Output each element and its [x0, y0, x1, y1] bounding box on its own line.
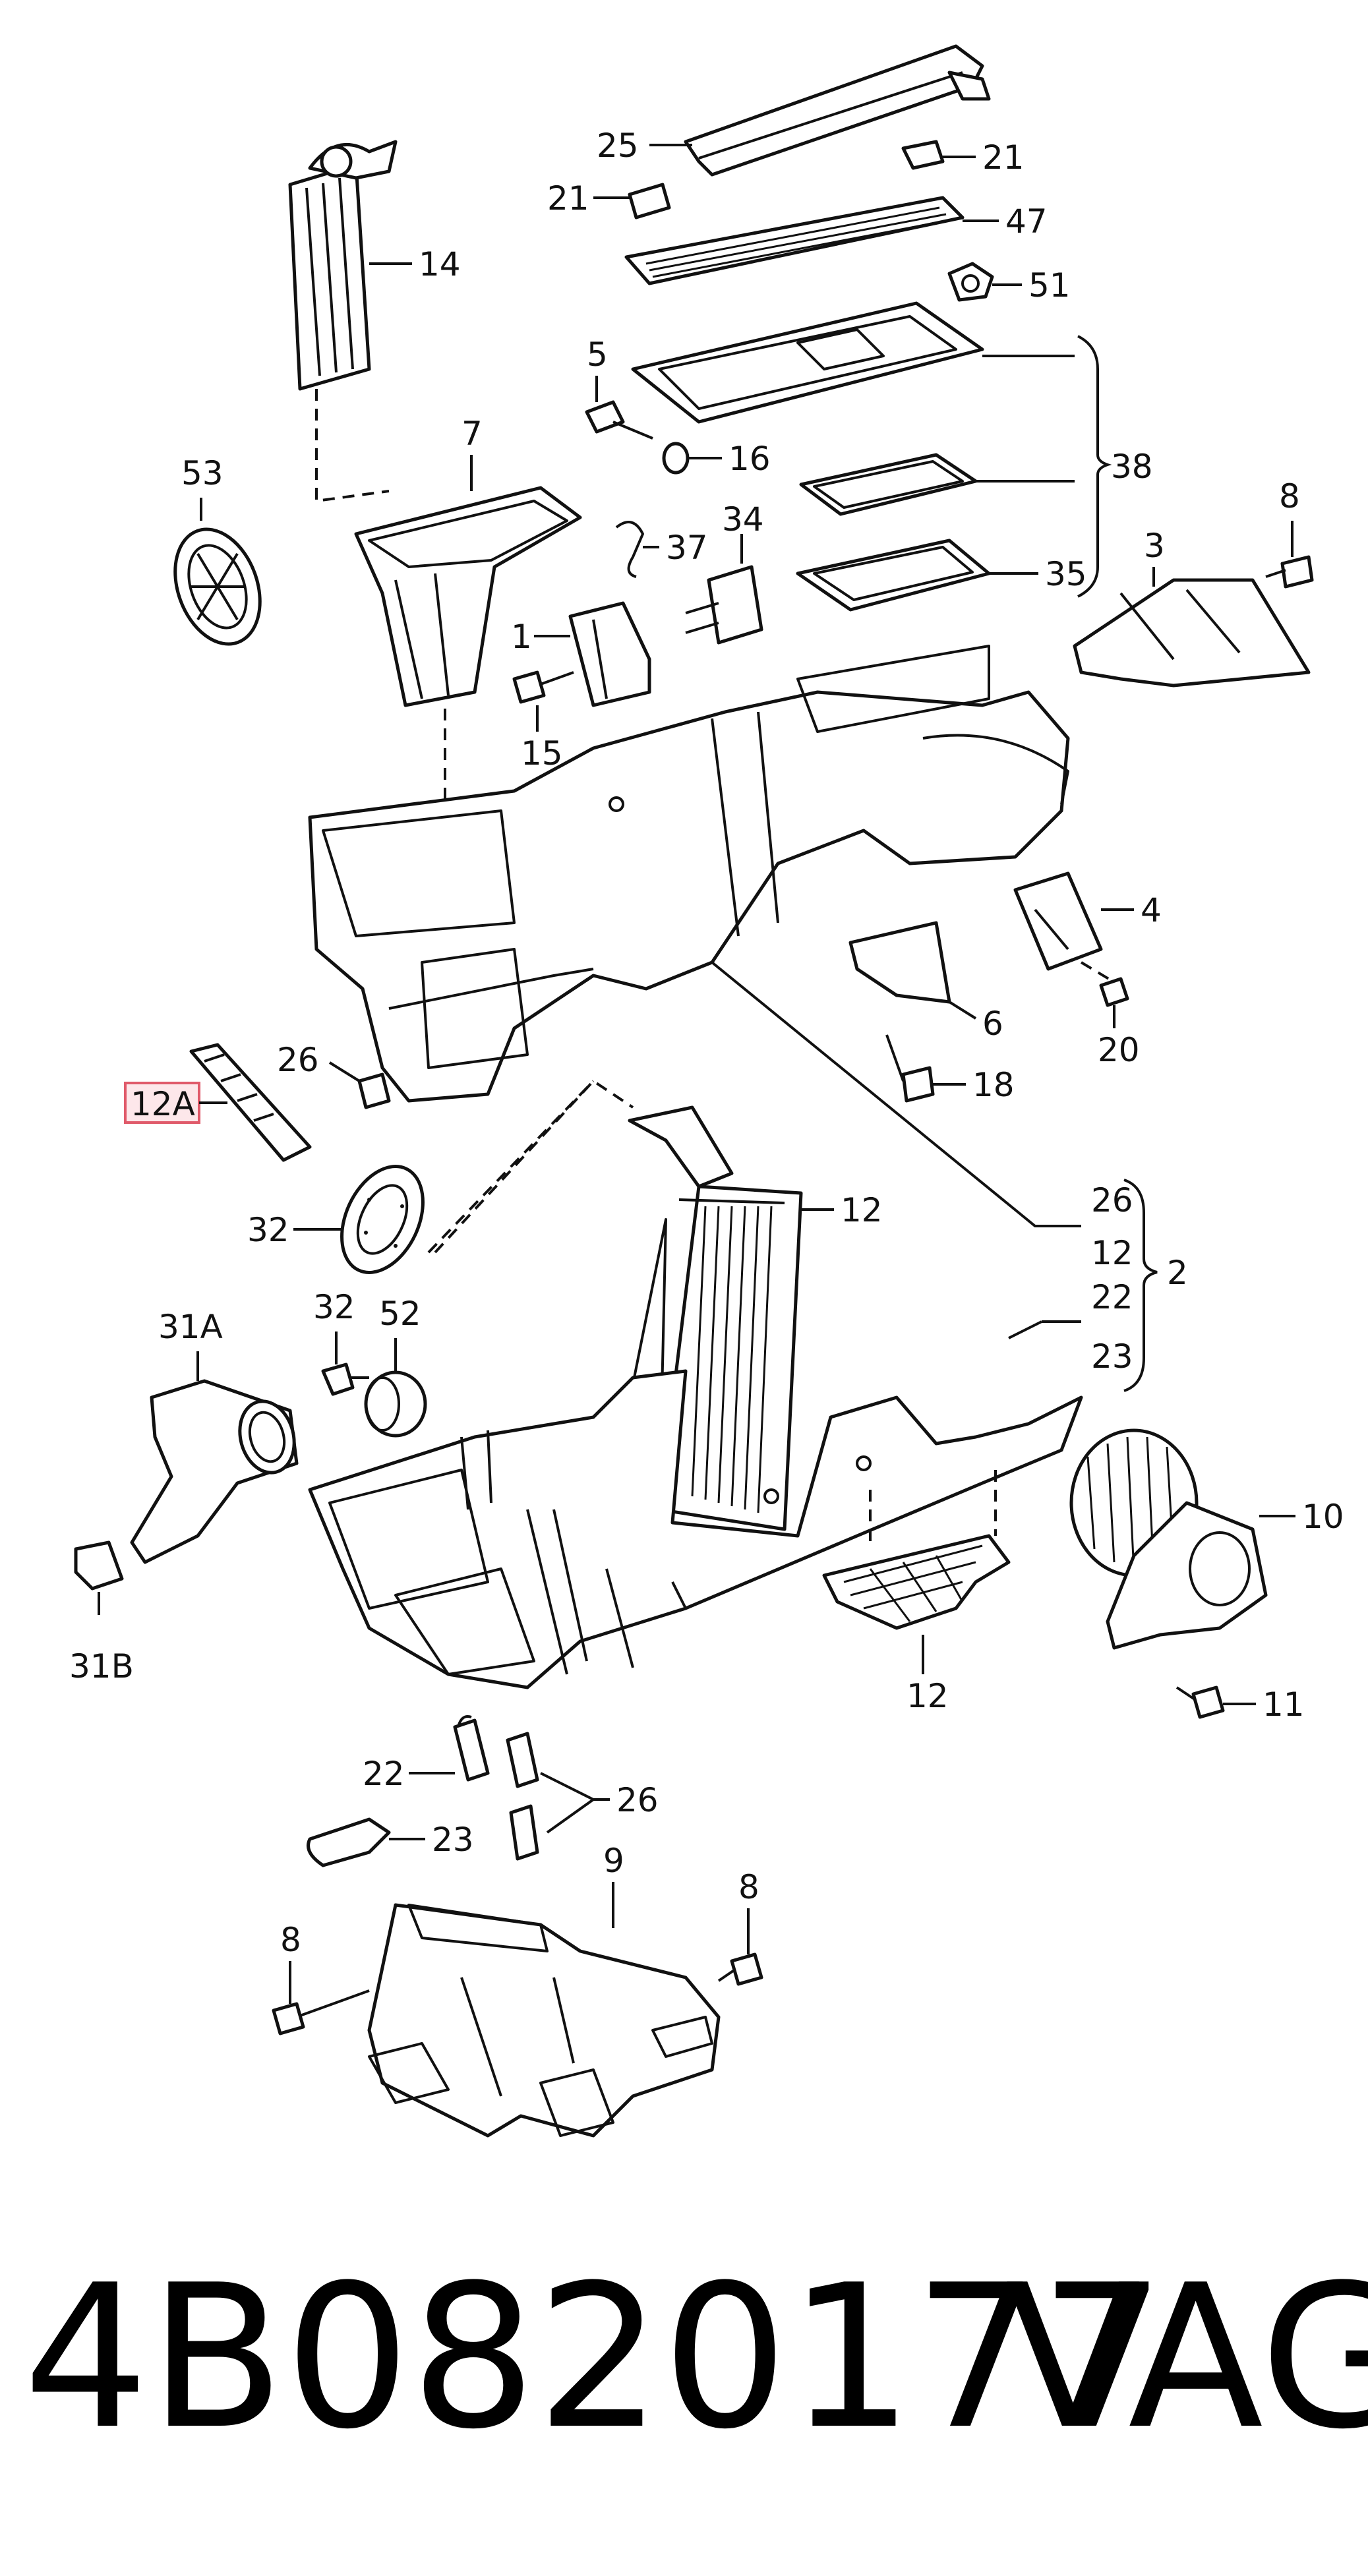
part-seal-34 [340, 1165, 425, 1274]
part-flap-25a [506, 1732, 539, 1788]
callout-1: 1 [511, 618, 532, 656]
callout-10: 10 [1302, 1498, 1344, 1536]
callout-47: 47 [1005, 202, 1048, 241]
callout-7: 7 [461, 415, 483, 453]
callout-26-upper: 26 [277, 1041, 319, 1079]
part-expansion-valve-12A [189, 1043, 312, 1162]
callout-14: 14 [419, 245, 461, 283]
bracket-2-item-23: 23 [1091, 1337, 1133, 1376]
brand-label: VAG [1005, 2242, 1368, 2473]
part-screw-15 [512, 670, 574, 704]
part-lower-housing-9 [367, 1903, 721, 2138]
part-screw-8-top [1265, 555, 1314, 589]
callout-6: 6 [982, 1005, 1003, 1043]
callout-9: 9 [603, 1842, 624, 1880]
callout-24: 25 [597, 127, 639, 165]
part-bracket-3 [1073, 578, 1311, 688]
callout-34: 32 [247, 1211, 289, 1249]
callout-8-top: 8 [1279, 477, 1300, 515]
callout-32: 32 [313, 1288, 355, 1326]
callout-11: 11 [1263, 1685, 1305, 1724]
part-duct-31A [130, 1379, 299, 1564]
callout-2: 2 [1167, 1254, 1188, 1292]
callout-52: 52 [379, 1295, 421, 1333]
part-number: 4B0820177 [23, 2242, 1166, 2473]
part-screw-11 [1175, 1685, 1225, 1719]
callout-21-right: 21 [982, 138, 1025, 177]
part-actuator-1 [568, 601, 651, 707]
callout-31B: 31B [69, 1647, 134, 1685]
callout-22-lower: 22 [363, 1755, 405, 1793]
callout-12A: 12A [131, 1085, 195, 1123]
part-grommet-53 [173, 527, 262, 646]
part-cover-24 [684, 44, 991, 177]
part-bracket-6 [848, 921, 951, 1004]
part-clip-21-right [901, 140, 945, 170]
callout-25: 26 [616, 1781, 659, 1819]
part-blower-10 [1069, 1428, 1268, 1650]
callout-12A-highlight [124, 1082, 200, 1124]
part-flap-22 [453, 1715, 490, 1782]
bracket-2-item-12: 12 [1091, 1234, 1133, 1272]
bracket-2-item-26: 26 [1091, 1181, 1133, 1219]
part-heater-core [288, 140, 398, 391]
part-oring-16 [662, 442, 690, 475]
part-flap-25b [509, 1804, 539, 1861]
callout-53: 53 [181, 454, 223, 492]
part-main-housing-upper [308, 645, 1070, 1103]
part-housing-cover [631, 301, 984, 424]
callout-18: 18 [972, 1066, 1015, 1104]
part-filter-47 [624, 196, 965, 285]
callout-5: 5 [587, 336, 608, 374]
callout-15: 15 [521, 734, 563, 773]
callout-23-lower: 23 [432, 1821, 474, 1859]
callout-20: 20 [1098, 1031, 1140, 1069]
part-grid-13 [822, 1534, 1011, 1630]
part-cap-31B [74, 1540, 124, 1591]
callout-51: 51 [1028, 266, 1071, 305]
callout-35: 35 [1045, 555, 1087, 593]
bracket-2-item-22: 22 [1091, 1278, 1133, 1316]
part-plug-52 [364, 1370, 427, 1438]
callout-37: 34 [722, 500, 764, 539]
part-clip-38 [615, 521, 644, 578]
part-seal-upper [799, 453, 978, 516]
part-screw-8-right [717, 1952, 763, 1986]
callout-3: 3 [1144, 527, 1165, 565]
callout-21-left: 21 [547, 179, 589, 218]
part-evaporator-12 [628, 1105, 803, 1531]
part-duct-7 [354, 486, 582, 707]
callout-13: 12 [907, 1677, 949, 1715]
part-lever-23 [307, 1817, 391, 1867]
part-seal-35 [796, 539, 991, 612]
callout-16: 16 [729, 440, 771, 478]
callout-38: 37 [666, 529, 708, 567]
callout-4: 4 [1141, 891, 1162, 929]
callout-31A: 31A [158, 1308, 223, 1346]
part-screw-18 [885, 1034, 935, 1103]
part-main-housing-lower [308, 1369, 1083, 1689]
part-screw-20 [1099, 977, 1129, 1007]
callout-48: 38 [1111, 448, 1153, 486]
part-screw-5 [585, 400, 653, 440]
part-grommet-32 [321, 1362, 369, 1396]
part-module-4 [1013, 871, 1103, 971]
part-screw-8-left [272, 1989, 370, 2035]
part-nut-51 [947, 262, 994, 302]
part-clip-21-left [628, 183, 671, 220]
part-bracket-37 [685, 565, 763, 645]
callout-12-evaporator: 12 [841, 1191, 883, 1229]
part-clip-26-upper [357, 1072, 391, 1109]
callout-8-right: 8 [738, 1868, 759, 1906]
callout-8-left: 8 [280, 1921, 301, 1959]
